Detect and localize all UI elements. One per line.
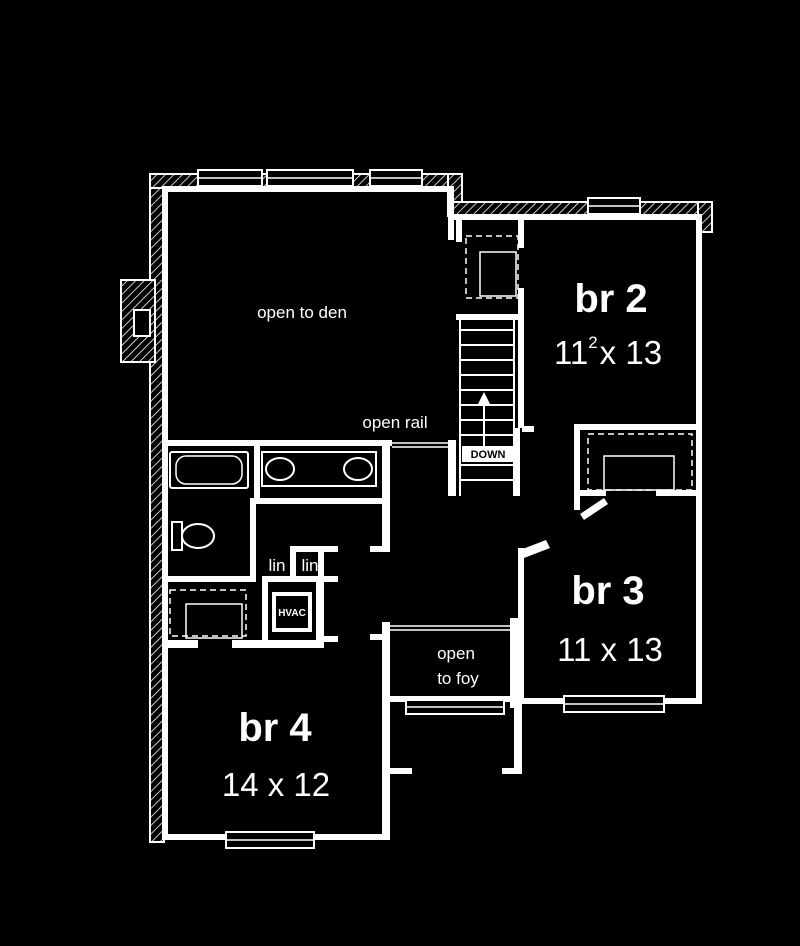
- room-labels: open to den open rail br 2 112x 13 br 3 …: [222, 277, 663, 803]
- stairs-down-label: DOWN: [471, 449, 506, 461]
- lin-label-2: lin: [301, 556, 318, 575]
- closets: [169, 235, 693, 639]
- br2-name: br 2: [574, 277, 647, 321]
- br2-dim-sup: 2: [588, 333, 597, 352]
- br2-dimensions: 112x 13: [554, 333, 662, 371]
- bath-fixtures: [169, 451, 377, 632]
- br2-dim-base: 11: [554, 334, 588, 371]
- lin-label-1: lin: [268, 556, 285, 575]
- open-to-foy-line2: to foy: [437, 669, 479, 688]
- chimney: [120, 279, 156, 363]
- br3-dimensions: 11 x 13: [557, 631, 663, 668]
- open-to-foy-line1: open: [437, 644, 475, 663]
- interior-walls: [162, 186, 702, 849]
- br2-dim-rest: x 13: [600, 334, 662, 371]
- windows-top: [197, 169, 641, 215]
- open-to-den-label: open to den: [257, 303, 347, 322]
- stairs: DOWN: [459, 320, 515, 496]
- open-rail-label: open rail: [362, 413, 427, 432]
- exterior-walls: [149, 173, 713, 843]
- br4-name: br 4: [238, 706, 312, 750]
- hvac-label: HVAC: [278, 608, 306, 619]
- br4-dimensions: 14 x 12: [222, 766, 330, 803]
- br3-name: br 3: [571, 569, 644, 613]
